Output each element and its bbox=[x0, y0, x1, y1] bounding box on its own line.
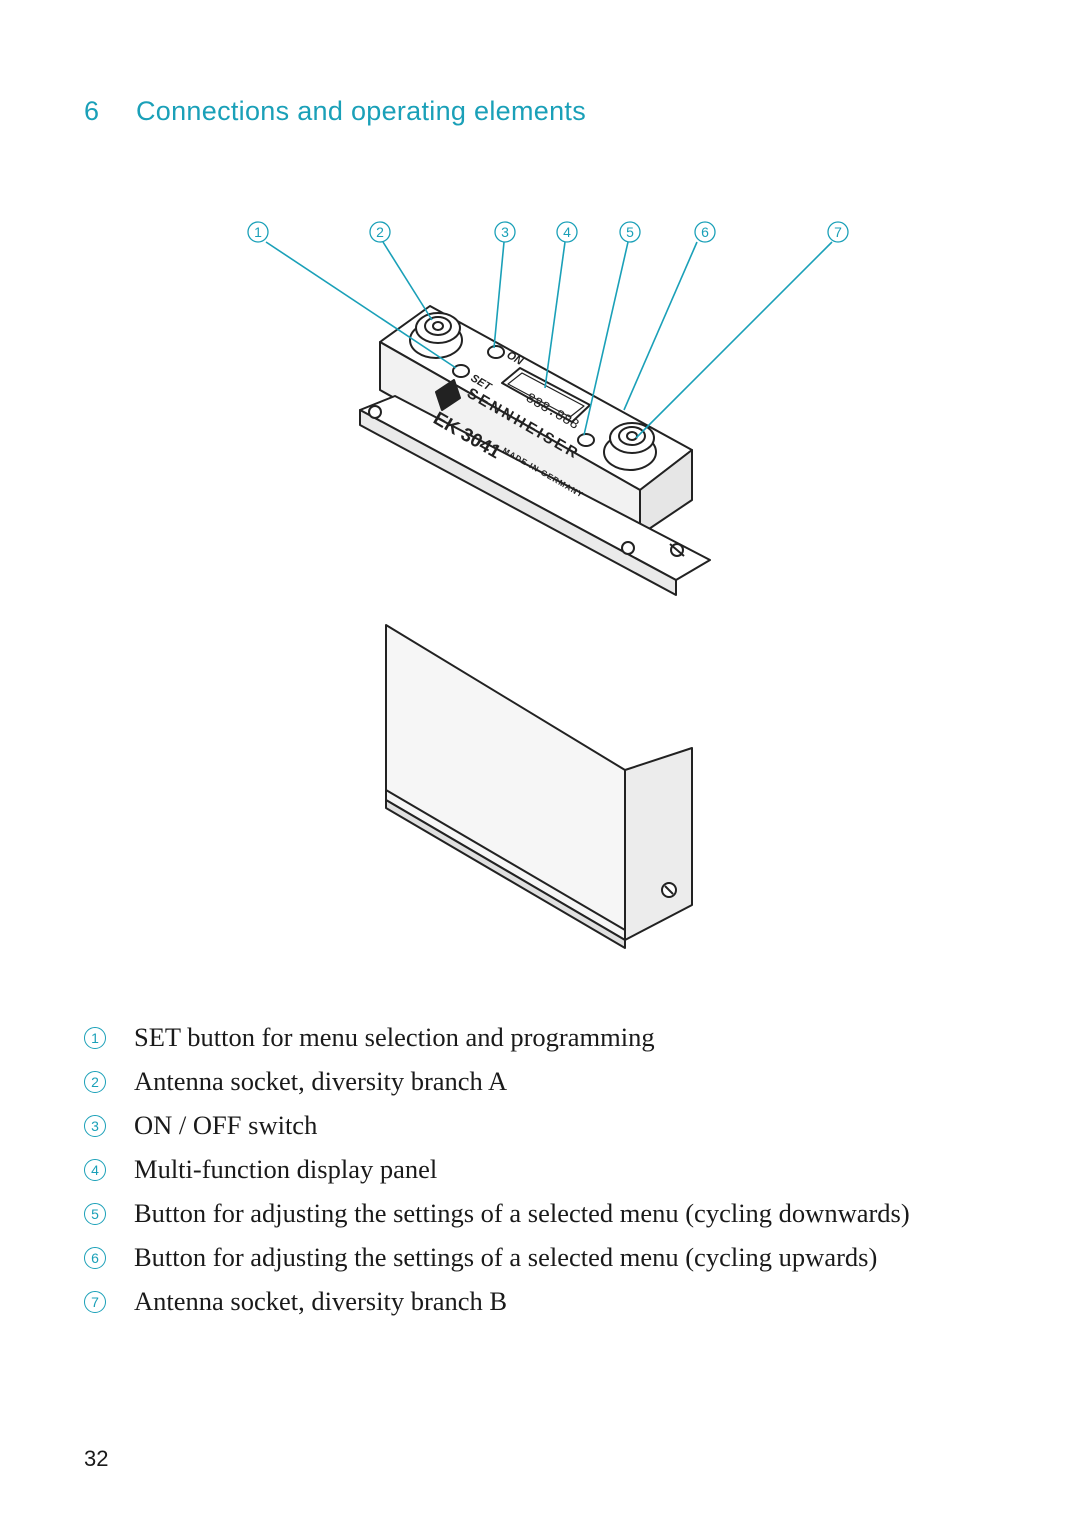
legend-marker: 3 bbox=[84, 1115, 106, 1137]
legend-text: Multi-function display panel bbox=[134, 1154, 438, 1184]
legend-text: Button for adjusting the settings of a s… bbox=[134, 1242, 878, 1272]
callout-7-circle bbox=[827, 221, 849, 243]
legend-text: Antenna socket, diversity branch B bbox=[134, 1286, 508, 1316]
antenna-socket-a bbox=[409, 312, 463, 359]
legend-marker: 5 bbox=[84, 1203, 106, 1225]
legend-marker: 6 bbox=[84, 1247, 106, 1269]
legend-item: 6 Button for adjusting the settings of a… bbox=[84, 1238, 1044, 1282]
legend-item: 7 Antenna socket, diversity branch B bbox=[84, 1282, 1044, 1326]
receiver-head bbox=[359, 305, 711, 596]
device-illustration: SET ON 888.888 EK 3041 SENNHEISER MADE I… bbox=[247, 221, 849, 949]
legend-item: 4 Multi-function display panel bbox=[84, 1150, 1044, 1194]
legend-marker: 4 bbox=[84, 1159, 106, 1181]
section-title: Connections and operating elements bbox=[136, 96, 586, 126]
callout-4-circle bbox=[556, 221, 578, 243]
section-number: 6 bbox=[84, 96, 100, 126]
legend-item: 2 Antenna socket, diversity branch A bbox=[84, 1062, 1044, 1106]
callout-4: 4 bbox=[563, 224, 571, 240]
legend-text: ON / OFF switch bbox=[134, 1110, 318, 1140]
receiver-body bbox=[385, 624, 693, 949]
legend-marker: 2 bbox=[84, 1071, 106, 1093]
legend-marker: 1 bbox=[84, 1027, 106, 1049]
legend-text: Button for adjusting the settings of a s… bbox=[134, 1198, 910, 1228]
legend-item: 5 Button for adjusting the settings of a… bbox=[84, 1194, 1044, 1238]
legend-item: 3 ON / OFF switch bbox=[84, 1106, 1044, 1150]
callout-7: 7 bbox=[834, 224, 842, 240]
legend-marker: 7 bbox=[84, 1291, 106, 1313]
callout-6: 6 bbox=[701, 224, 709, 240]
callout-3: 3 bbox=[501, 224, 509, 240]
callout-3-circle bbox=[494, 221, 516, 243]
callout-2-circle bbox=[369, 221, 391, 243]
legend-text: Antenna socket, diversity branch A bbox=[134, 1066, 508, 1096]
device-figure: SET ON 888.888 EK 3041 SENNHEISER MADE I… bbox=[0, 200, 1080, 970]
leader-lines bbox=[265, 241, 833, 439]
antenna-socket-b bbox=[603, 422, 657, 471]
section-heading: 6 Connections and operating elements bbox=[84, 96, 586, 127]
callout-5-circle bbox=[619, 221, 641, 243]
callout-1: 1 bbox=[254, 224, 262, 240]
legend-item: 1 SET button for menu selection and prog… bbox=[84, 1018, 1044, 1062]
callout-5: 5 bbox=[626, 224, 634, 240]
callout-2: 2 bbox=[376, 224, 384, 240]
legend-text: SET button for menu selection and progra… bbox=[134, 1022, 655, 1052]
callout-1-circle bbox=[247, 221, 269, 243]
callout-6-circle bbox=[694, 221, 716, 243]
page-number: 32 bbox=[84, 1446, 109, 1471]
